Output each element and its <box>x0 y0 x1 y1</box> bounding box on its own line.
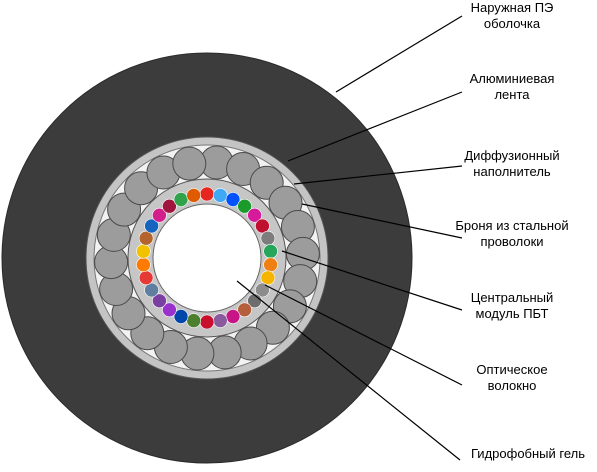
optical-fiber <box>144 282 159 298</box>
optical-fiber <box>152 207 167 223</box>
optical-fiber <box>213 188 228 203</box>
label-line: Алюминиевая <box>470 71 555 86</box>
leader-line-steel-wire-armor <box>301 203 463 239</box>
optical-fiber <box>199 314 215 330</box>
leader-line-diffusion-filler <box>293 165 463 185</box>
label-line: Диффузионный <box>464 148 559 163</box>
optical-fiber <box>136 257 151 273</box>
label-line: Броня из стальной <box>455 218 568 233</box>
leader-line-outer-sheath <box>335 15 463 93</box>
label-line: проволоки <box>480 234 543 249</box>
optical-fiber <box>186 188 201 203</box>
leader-line-central-tube <box>281 250 463 311</box>
leader-lines <box>236 15 463 461</box>
optical-fiber <box>199 186 215 202</box>
optical-fiber <box>152 293 167 309</box>
label-line: Оптическое <box>476 362 547 377</box>
optical-fiber <box>237 302 252 318</box>
optical-fiber <box>263 244 278 259</box>
optical-fiber <box>173 309 189 324</box>
optical-fiber-ring <box>136 186 278 330</box>
optical-fiber <box>225 192 241 207</box>
optical-fiber <box>237 198 252 214</box>
label-hydrophobic-gel: Гидрофобный гель <box>471 446 585 461</box>
optical-fiber <box>173 192 189 207</box>
optical-fiber <box>247 207 262 223</box>
optical-fiber <box>138 270 154 286</box>
label-line: наполнитель <box>473 164 551 179</box>
leader-line-hydrophobic-gel <box>236 280 461 461</box>
optical-fiber <box>136 244 151 259</box>
optical-fiber <box>260 230 276 246</box>
label-line: волокно <box>488 378 537 393</box>
optical-fiber <box>260 270 276 286</box>
optical-fiber <box>138 230 154 246</box>
label-line: Наружная ПЭ <box>471 0 554 15</box>
label-line: модуль ПБТ <box>476 306 549 321</box>
label-line: Центральный <box>471 290 554 305</box>
label-line: лента <box>494 87 530 102</box>
steel-wire <box>172 146 207 181</box>
optical-fiber <box>144 218 159 234</box>
optical-fiber <box>186 313 201 328</box>
hydrophobic-gel-core <box>152 203 262 313</box>
label-line: оболочка <box>484 16 541 31</box>
optical-fiber <box>263 257 278 273</box>
steel-wire-armor-layer <box>94 145 320 371</box>
leader-line-aluminum-tape <box>287 91 463 162</box>
label-line: Гидрофобный гель <box>471 446 585 461</box>
optical-fiber <box>162 198 177 214</box>
optical-fiber <box>162 302 177 318</box>
optical-fiber <box>225 309 241 324</box>
optical-fiber <box>255 218 270 234</box>
leader-line-optical-fiber <box>264 284 463 386</box>
optical-fiber <box>255 282 270 298</box>
optical-fiber <box>213 313 228 328</box>
